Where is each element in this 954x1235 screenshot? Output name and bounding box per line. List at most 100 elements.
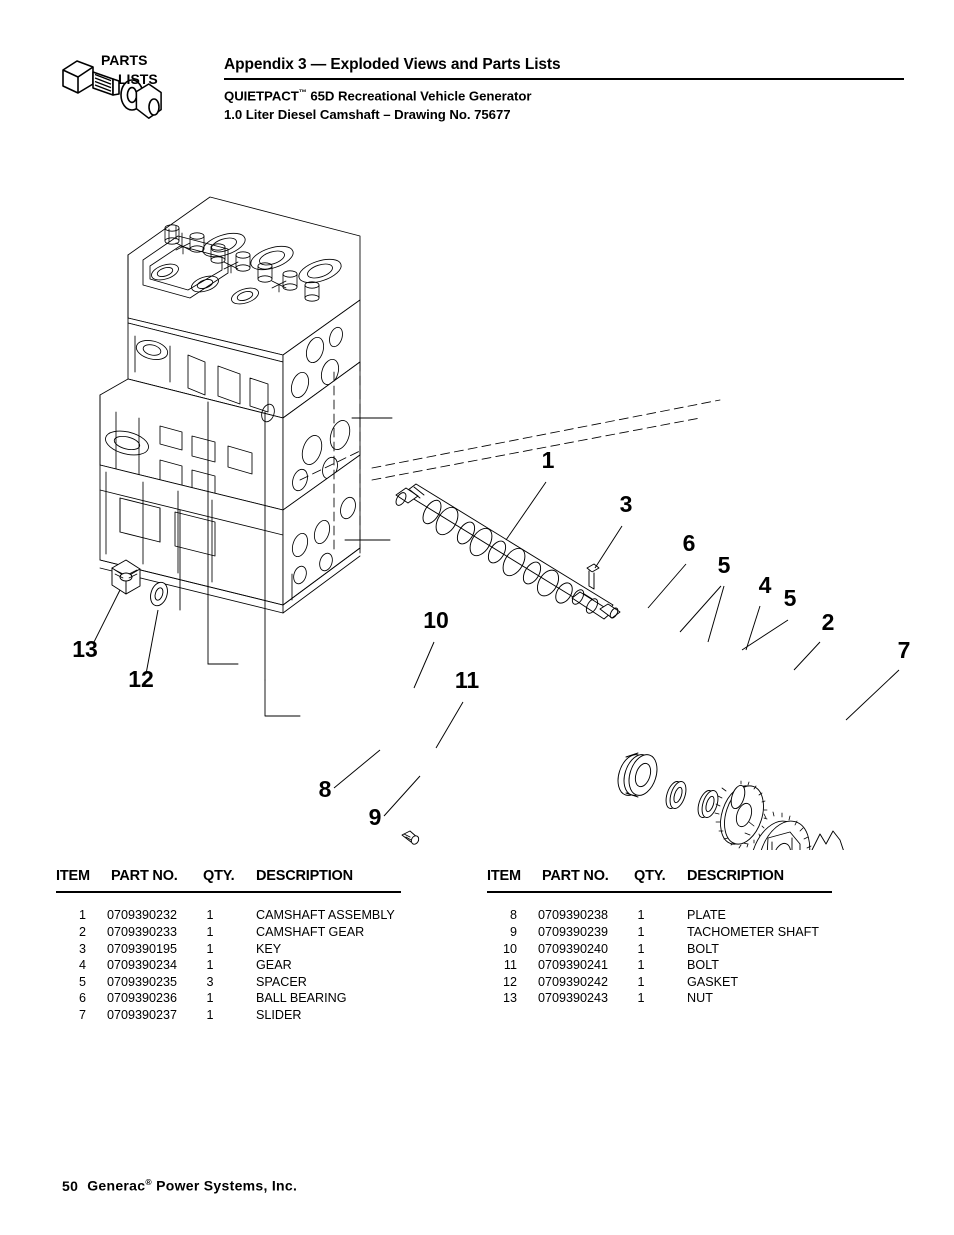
- product-subtitle: QUIETPACT™ 65D Recreational Vehicle Gene…: [224, 84, 904, 105]
- cell-part-no: 0709390239: [538, 924, 609, 939]
- spacer-part-c: [730, 784, 746, 810]
- cell-description: CAMSHAFT GEAR: [256, 924, 365, 939]
- cell-item: 12: [502, 974, 517, 989]
- engine-block-drawing: [99, 196, 361, 614]
- cell-item: 13: [502, 991, 517, 1006]
- parts-table-right-column: ITEM PART NO. QTY. DESCRIPTION 8 0709390…: [487, 868, 887, 1007]
- slider-part: [811, 830, 844, 850]
- cell-description: PLATE: [687, 908, 726, 923]
- table-row: 3 0709390195 1 KEY: [56, 941, 456, 958]
- drawing-subtitle: 1.0 Liter Diesel Camshaft – Drawing No. …: [224, 106, 511, 122]
- cell-part-no: 0709390235: [107, 974, 178, 989]
- table-row: 4 0709390234 1 GEAR: [56, 957, 456, 974]
- column-header-item: ITEM: [487, 868, 521, 884]
- parts-table-left-column: ITEM PART NO. QTY. DESCRIPTION 1 0709390…: [56, 868, 456, 1024]
- cell-item: 5: [78, 974, 86, 989]
- title-divider: [224, 78, 904, 81]
- cell-item: 6: [78, 991, 86, 1006]
- table-row: 11 0709390241 1 BOLT: [487, 957, 887, 974]
- trademark-symbol: ™: [298, 88, 307, 98]
- cell-description: KEY: [256, 941, 282, 956]
- cell-qty: 1: [637, 974, 645, 989]
- callout-3: 3: [620, 491, 633, 517]
- cell-part-no: 0709390233: [107, 924, 178, 939]
- product-description: 65D Recreational Vehicle Generator: [306, 88, 532, 104]
- cell-part-no: 0709390238: [538, 908, 609, 923]
- cell-item: 3: [78, 941, 86, 956]
- table-row: 1 0709390232 1 CAMSHAFT ASSEMBLY: [56, 907, 456, 924]
- callout-7: 7: [898, 637, 911, 663]
- cell-qty: 1: [637, 941, 645, 956]
- table-row: 13 0709390243 1 NUT: [487, 990, 887, 1007]
- cell-qty: 1: [637, 924, 645, 939]
- callout-numbers: 1 2 3 4 5 5 6 7 8 9 10 11 12 13: [72, 447, 910, 830]
- cell-part-no: 0709390195: [107, 941, 178, 956]
- cell-part-no: 0709390241: [538, 958, 609, 973]
- callout-2: 2: [822, 609, 835, 635]
- table-row: 7 0709390237 1 SLIDER: [56, 1007, 456, 1024]
- cell-part-no: 0709390242: [538, 974, 609, 989]
- cell-item: 10: [502, 941, 517, 956]
- cell-description: GASKET: [687, 974, 739, 989]
- cell-description: BOLT: [687, 941, 719, 956]
- cell-part-no: 0709390236: [107, 991, 178, 1006]
- callout-13: 13: [72, 636, 98, 662]
- column-header-description: DESCRIPTION: [687, 868, 784, 884]
- cell-item: 11: [503, 958, 517, 973]
- table-row: 8 0709390238 1 PLATE: [487, 907, 887, 924]
- nut-part: [111, 559, 141, 595]
- parts-lists-logo: PARTS LISTS: [55, 48, 167, 136]
- company-name: Generac: [87, 1177, 146, 1194]
- page-number: 50: [62, 1177, 79, 1194]
- cell-qty: 1: [637, 958, 645, 973]
- cell-part-no: 0709390243: [538, 991, 609, 1006]
- cell-qty: 1: [206, 1007, 214, 1022]
- cell-description: BALL BEARING: [256, 991, 347, 1006]
- camshaft-assembly-part: [395, 483, 621, 620]
- column-header-part-no: PART NO.: [542, 868, 609, 884]
- column-header-part-no: PART NO.: [111, 868, 178, 884]
- cell-description: SLIDER: [256, 1007, 302, 1022]
- cell-qty: 1: [206, 941, 214, 956]
- cell-item: 7: [78, 1007, 86, 1022]
- callout-11: 11: [455, 667, 480, 693]
- cell-qty: 1: [206, 924, 214, 939]
- registered-trademark-symbol: ®: [145, 1177, 152, 1187]
- cell-part-no: 0709390237: [107, 1007, 178, 1022]
- cell-description: CAMSHAFT ASSEMBLY: [256, 908, 395, 923]
- cell-qty: 1: [637, 991, 645, 1006]
- cell-description: TACHOMETER SHAFT: [687, 924, 820, 939]
- table-header-rule-left: [56, 891, 401, 894]
- logo-text-lists: LISTS: [118, 71, 158, 87]
- cell-item: 2: [78, 924, 86, 939]
- cell-description: GEAR: [256, 958, 292, 973]
- table-header-row-right: ITEM PART NO. QTY. DESCRIPTION: [487, 868, 887, 890]
- column-header-qty: QTY.: [203, 868, 235, 884]
- callout-8: 8: [319, 776, 332, 802]
- cell-description: NUT: [687, 991, 713, 1006]
- logo-text-parts: PARTS: [101, 52, 147, 68]
- page-footer: 50 Generac® Power Systems, Inc.: [62, 1177, 297, 1194]
- cell-description: SPACER: [256, 974, 307, 989]
- cell-description: BOLT: [687, 958, 719, 973]
- phantom-construction-lines: [299, 361, 721, 557]
- spacer-part-a: [665, 781, 687, 809]
- cell-qty: 1: [206, 958, 214, 973]
- column-header-qty: QTY.: [634, 868, 666, 884]
- callout-5b: 5: [784, 585, 797, 611]
- company-suffix: Power Systems, Inc.: [151, 1177, 298, 1194]
- cell-part-no: 0709390234: [107, 958, 178, 973]
- camshaft-gear-part: [742, 811, 812, 850]
- bolt-part-10: [401, 830, 420, 845]
- callout-6: 6: [683, 530, 696, 556]
- header-text-block: Appendix 3 — Exploded Views and Parts Li…: [224, 55, 904, 124]
- gasket-part: [150, 581, 168, 607]
- cell-item: 8: [509, 908, 517, 923]
- cell-item: 4: [78, 958, 86, 973]
- table-row: 6 0709390236 1 BALL BEARING: [56, 990, 456, 1007]
- callout-4: 4: [759, 572, 772, 598]
- page-title: Appendix 3 — Exploded Views and Parts Li…: [224, 56, 561, 73]
- callout-10: 10: [423, 607, 449, 633]
- table-row: 10 0709390240 1 BOLT: [487, 941, 887, 958]
- cell-qty: 1: [206, 991, 214, 1006]
